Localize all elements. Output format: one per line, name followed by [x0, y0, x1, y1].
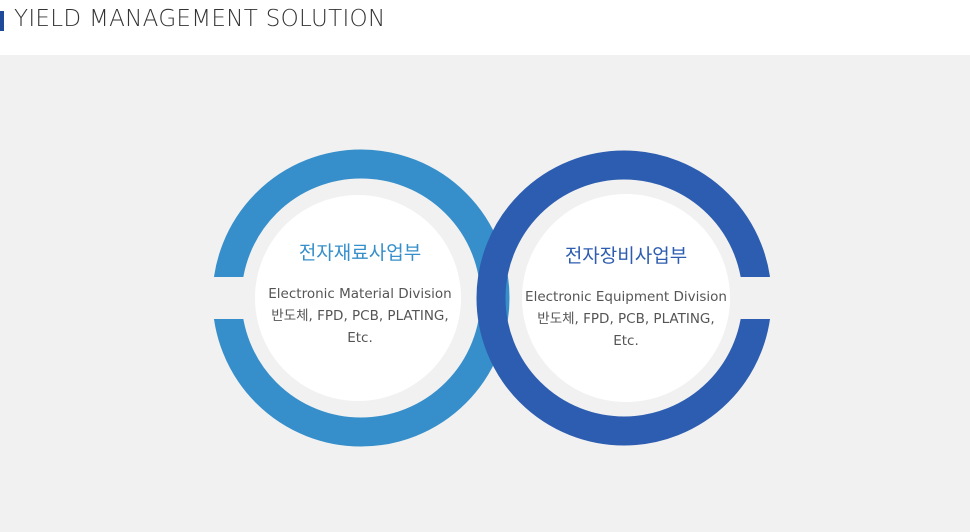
header: YIELD MANAGEMENT SOLUTION	[0, 0, 970, 55]
division-products: 반도체, FPD, PCB, PLATING,	[537, 311, 715, 327]
page-title: YIELD MANAGEMENT SOLUTION	[14, 6, 386, 32]
left-ring-gap	[205, 277, 245, 319]
division-products: 반도체, FPD, PCB, PLATING,	[271, 308, 449, 324]
division-equipment: 전자장비사업부 Electronic Equipment Division 반도…	[516, 241, 736, 352]
division-name-en: Electronic Material Division	[268, 286, 452, 302]
division-material: 전자재료사업부 Electronic Material Division 반도체…	[250, 238, 470, 349]
left-inner-circle	[255, 195, 461, 401]
division-etc: Etc.	[347, 330, 373, 346]
division-title: 전자장비사업부	[564, 245, 688, 267]
title-accent-bar	[0, 11, 4, 31]
division-name-en: Electronic Equipment Division	[525, 289, 727, 305]
right-ring-gap	[740, 277, 780, 319]
right-inner-circle	[522, 194, 730, 402]
division-etc: Etc.	[613, 333, 639, 349]
division-title: 전자재료사업부	[298, 242, 422, 264]
